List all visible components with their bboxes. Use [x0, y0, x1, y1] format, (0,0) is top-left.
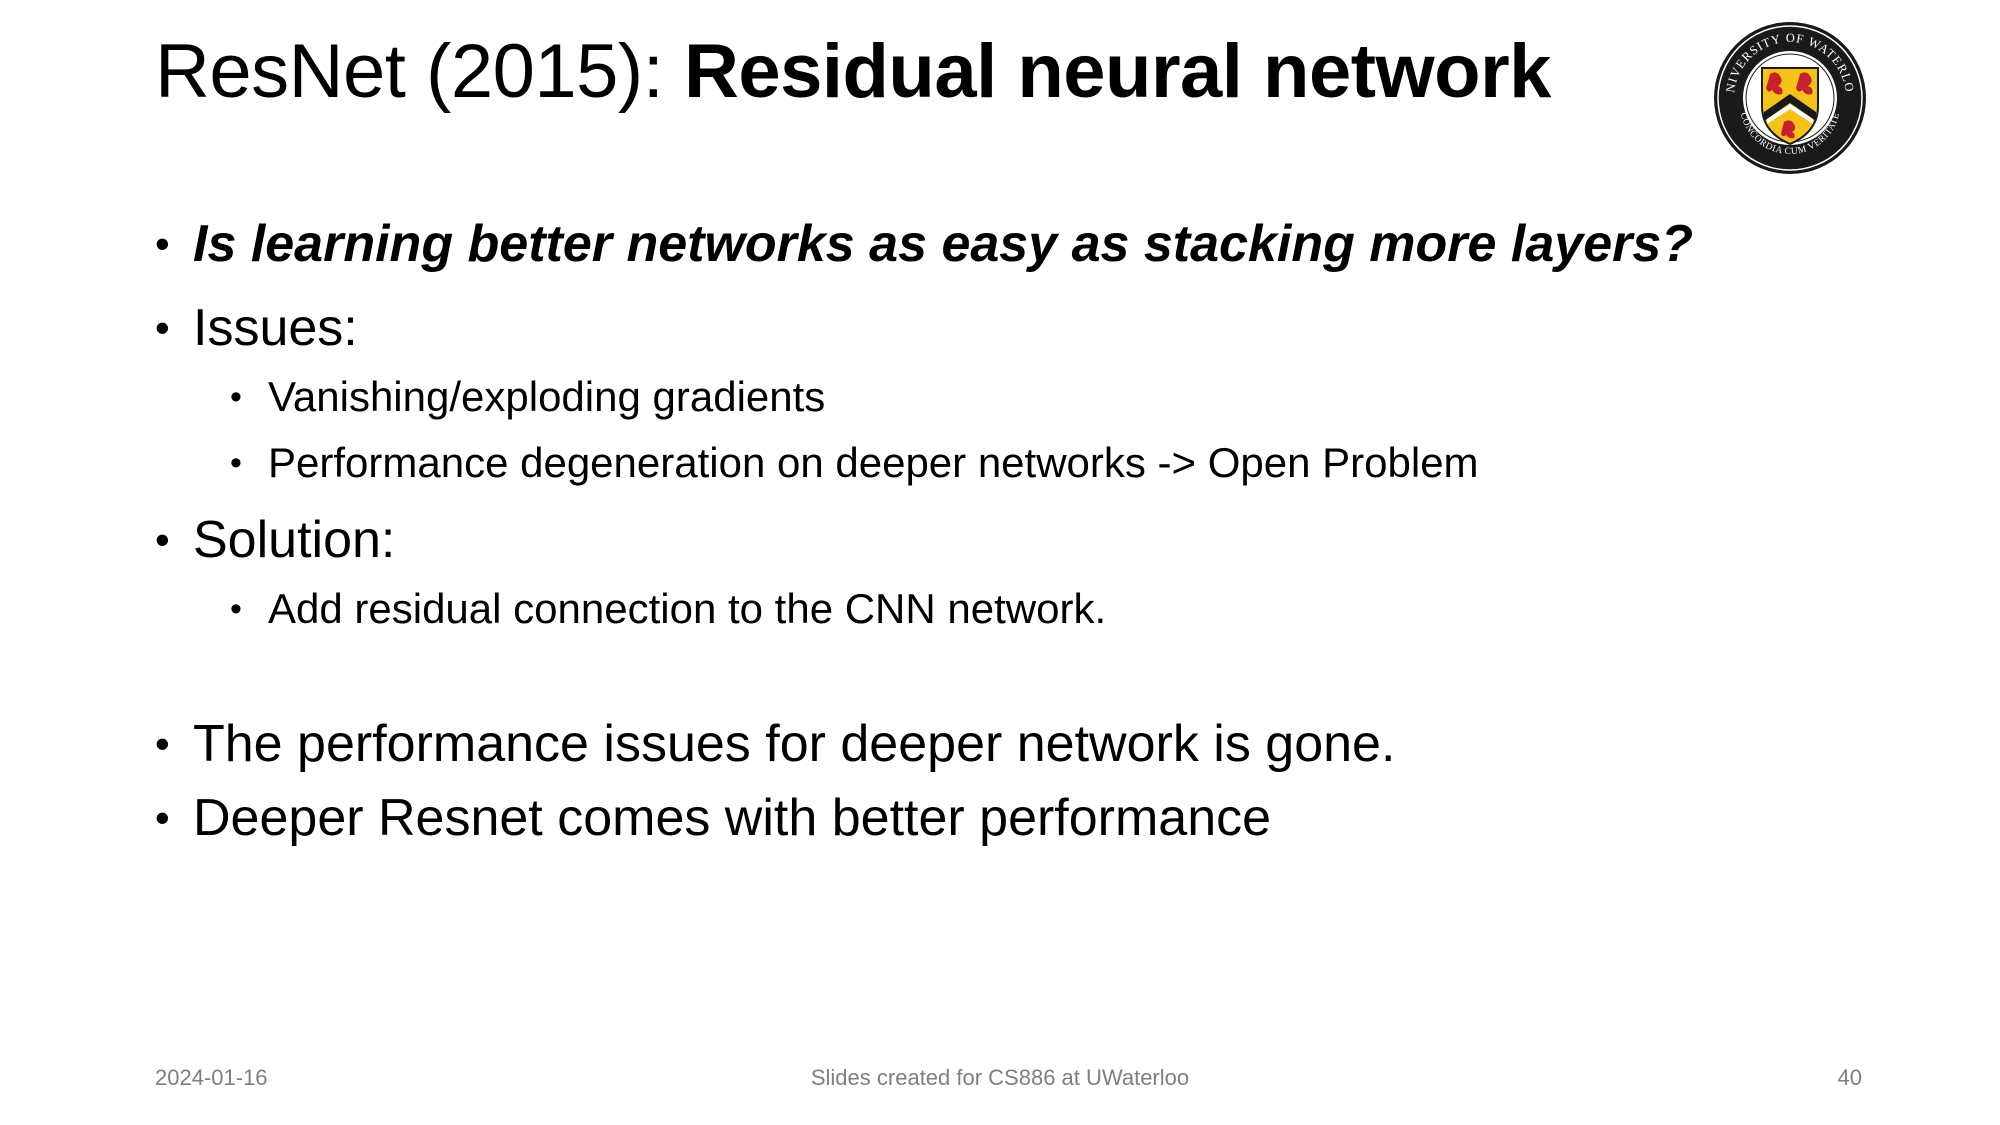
bullet-issues: • Issues:: [155, 294, 1915, 362]
slide-title: ResNet (2015): Residual neural network: [155, 22, 1551, 122]
sub-bullet-issue-1-text: Vanishing/exploding gradients: [268, 373, 826, 420]
sub-bullet-solution-1: • Add residual connection to the CNN net…: [230, 580, 1915, 638]
bullet-dot: •: [155, 720, 170, 767]
bullet-question-text: Is learning better networks as easy as s…: [193, 215, 1694, 273]
bullet-dot: •: [155, 220, 170, 267]
bullet-question: • Is learning better networks as easy as…: [155, 210, 1915, 278]
sub-bullet-solution-1-text: Add residual connection to the CNN netwo…: [268, 585, 1107, 632]
footer-date: 2024-01-16: [155, 1065, 268, 1090]
title-plain: ResNet (2015):: [155, 29, 684, 114]
bullet-solution: • Solution:: [155, 506, 1915, 574]
bullet-dot: •: [230, 444, 242, 482]
title-bold: Residual neural network: [683, 29, 1551, 114]
university-crest-icon: UNIVERSITY OF WATERLOO CONCORDIA CUM VER…: [1712, 20, 1866, 174]
bullet-dot: •: [230, 590, 242, 628]
footer-caption: Slides created for CS886 at UWaterloo: [810, 1065, 1190, 1090]
sub-bullet-issue-1: • Vanishing/exploding gradients: [230, 368, 1915, 426]
bullet-result-2-text: Deeper Resnet comes with better performa…: [193, 789, 1272, 847]
bullet-dot: •: [155, 304, 170, 351]
sub-bullet-issue-2: • Performance degeneration on deeper net…: [230, 434, 1915, 492]
sub-bullet-issue-2-text: Performance degeneration on deeper netwo…: [268, 439, 1479, 486]
bullet-result-1-text: The performance issues for deeper networ…: [193, 715, 1396, 773]
bullet-result-2: • Deeper Resnet comes with better perfor…: [155, 784, 1915, 852]
slide-body: • Is learning better networks as easy as…: [155, 210, 1915, 852]
bullet-issues-text: Issues:: [193, 299, 358, 357]
bullet-result-1: • The performance issues for deeper netw…: [155, 710, 1915, 778]
bullet-solution-text: Solution:: [193, 511, 396, 569]
bullet-dot: •: [155, 516, 170, 563]
bullet-dot: •: [230, 378, 242, 416]
bullet-dot: •: [155, 794, 170, 841]
slide-number: 40: [1837, 1065, 1862, 1090]
